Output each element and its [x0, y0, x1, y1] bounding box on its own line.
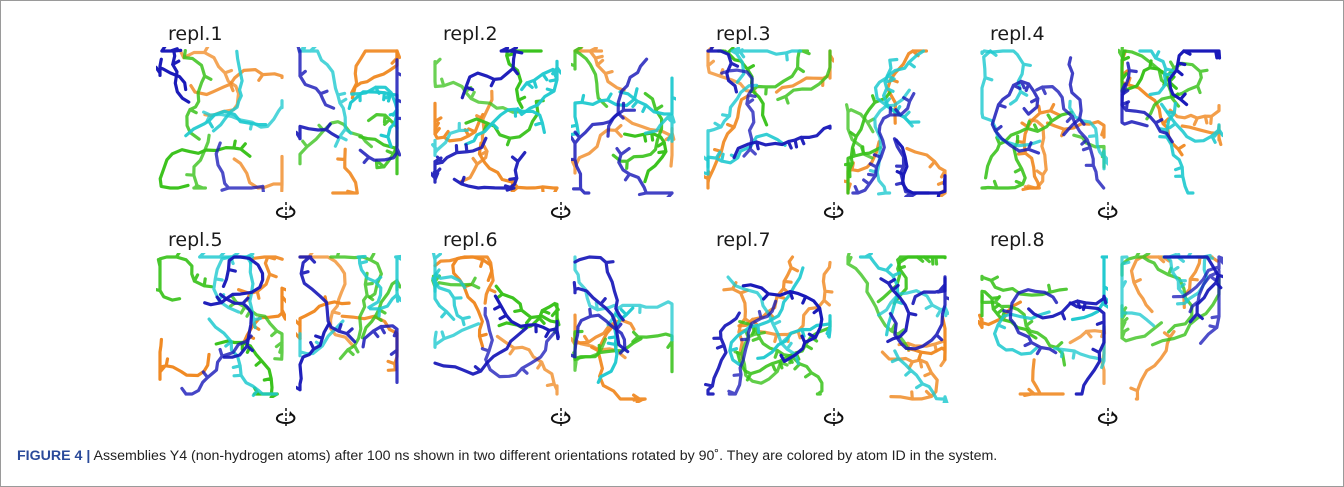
replica-label: repl.6: [443, 229, 498, 251]
molecule-chain: [1015, 103, 1106, 192]
assembly-top-view: [156, 47, 284, 192]
molecule-chain: [158, 49, 252, 190]
replica-panel: repl.3: [704, 23, 974, 228]
molecule-chain: [571, 57, 674, 197]
figure-label: FIGURE 4 |: [17, 448, 91, 464]
molecule-chain: [431, 253, 481, 349]
assembly-side-view: [844, 49, 947, 197]
molecule-chain: [431, 59, 561, 157]
assembly-side-view: [296, 47, 401, 195]
molecule-chain: [156, 47, 265, 192]
replica-label: repl.8: [990, 229, 1045, 251]
replica-panel: repl.8: [978, 229, 1248, 434]
molecule-chain: [296, 47, 401, 164]
molecule-chain: [844, 49, 947, 197]
rotate-90-icon: [1097, 202, 1118, 222]
assembly-side-view: [571, 255, 674, 403]
molecule-chain: [704, 47, 803, 176]
replica-panel: repl.1: [156, 23, 426, 228]
molecule-chain: [433, 294, 560, 379]
molecule-chain: [980, 49, 1108, 171]
molecule-chain: [851, 92, 947, 197]
molecule-chain: [180, 255, 265, 396]
assembly-top-view: [156, 253, 286, 398]
assembly-top-view: [704, 255, 834, 396]
assembly-side-view: [571, 47, 676, 197]
molecule-chain: [296, 255, 399, 392]
assembly-top-view: [980, 49, 1108, 192]
replica-label: repl.4: [990, 23, 1045, 45]
replica-panel: repl.5: [156, 229, 426, 434]
rotate-90-icon: [1097, 408, 1118, 428]
molecule-chain: [706, 47, 832, 160]
figure-image: repl.1 repl.2 repl.3 repl.4 repl.5 repl.6 repl…: [1, 1, 1343, 441]
replica-label: repl.3: [716, 23, 771, 45]
molecule-chain: [179, 47, 284, 192]
assembly-side-view: [1120, 253, 1223, 401]
rotate-90-icon: [550, 202, 571, 222]
caption-text: Assemblies Y4 (non-hydrogen atoms) after…: [90, 448, 998, 464]
molecule-chain: [879, 275, 949, 351]
rotate-90-icon: [275, 202, 296, 222]
replica-label: repl.7: [716, 229, 771, 251]
replica-label: repl.2: [443, 23, 498, 45]
molecule-chain: [980, 274, 1068, 367]
molecule-chain: [1138, 49, 1223, 195]
assembly-side-view: [296, 253, 401, 392]
molecule-chain: [704, 47, 834, 190]
replica-panel: repl.2: [431, 23, 701, 228]
molecule-chain: [1002, 288, 1108, 396]
molecule-chain: [158, 255, 286, 381]
molecule-chain: [433, 49, 545, 147]
rotate-90-icon: [823, 202, 844, 222]
molecule-chain: [184, 49, 284, 138]
rotate-90-icon: [823, 408, 844, 428]
molecule-chain: [1120, 49, 1222, 144]
molecule-chain: [298, 47, 399, 148]
replica-panel: repl.7: [704, 229, 974, 434]
rotate-90-icon: [550, 408, 571, 428]
assembly-top-view: [704, 47, 834, 190]
assembly-top-view: [978, 255, 1108, 397]
molecule-chain: [846, 253, 947, 351]
molecule-chain: [431, 272, 561, 334]
molecule-chain: [571, 255, 630, 359]
molecule-chain: [990, 56, 1106, 190]
assembly-side-view: [846, 253, 949, 403]
molecule-chain: [704, 283, 824, 396]
assembly-top-view: [431, 253, 561, 396]
figure-caption: FIGURE 4 | Assemblies Y4 (non-hydrogen a…: [17, 446, 1327, 466]
replica-panel: repl.4: [978, 23, 1248, 228]
molecule-chain: [431, 47, 527, 192]
assembly-top-view: [431, 47, 561, 192]
replica-panel: repl.6: [431, 229, 701, 434]
molecule-chain: [329, 253, 401, 361]
assembly-side-view: [1118, 47, 1223, 195]
replica-label: repl.1: [168, 23, 223, 45]
replica-label: repl.5: [168, 229, 223, 251]
molecule-chain: [331, 49, 401, 195]
molecule-chain: [571, 76, 676, 143]
molecule-chain: [1162, 255, 1223, 345]
rotate-90-icon: [275, 408, 296, 428]
molecule-chain: [298, 113, 399, 176]
